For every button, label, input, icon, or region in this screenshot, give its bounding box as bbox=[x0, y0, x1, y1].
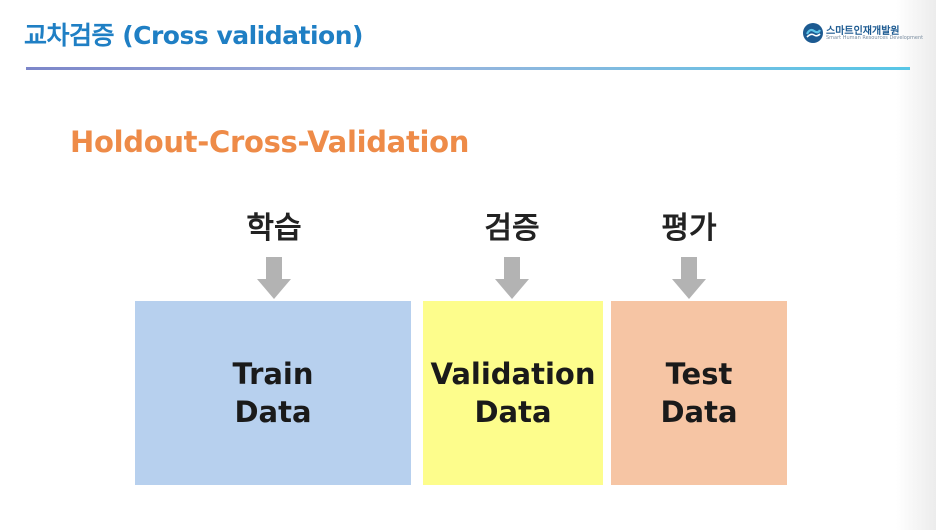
train-data-box: Train Data bbox=[135, 301, 411, 485]
slide-title: 교차검증 (Cross validation) bbox=[24, 21, 363, 50]
down-arrow-icon bbox=[672, 257, 706, 299]
logo: 스마트인재개발원 Smart Human Resources Developme… bbox=[802, 22, 923, 48]
train-data-line1: Train bbox=[232, 357, 314, 391]
stage-label-train: 학습 bbox=[246, 211, 302, 246]
logo-name: 스마트인재개발원 bbox=[826, 26, 900, 37]
logo-mark-icon bbox=[803, 23, 823, 43]
train-data-line2: Data bbox=[234, 395, 312, 429]
slide-edge-shade bbox=[896, 0, 936, 530]
test-data-box: Test Data bbox=[611, 301, 787, 485]
train-data-label: Train Data bbox=[232, 355, 313, 431]
validation-data-line2: Data bbox=[474, 395, 552, 429]
down-arrow-icon bbox=[495, 257, 529, 299]
test-data-label: Test Data bbox=[660, 355, 737, 431]
diagram-subtitle: Holdout-Cross-Validation bbox=[70, 125, 470, 159]
logo-subtitle: Smart Human Resources Development bbox=[826, 35, 924, 41]
validation-data-label: Validation Data bbox=[430, 355, 595, 431]
validation-data-box: Validation Data bbox=[423, 301, 603, 485]
test-data-line2: Data bbox=[660, 395, 738, 429]
down-arrow-icon bbox=[257, 257, 291, 299]
test-data-line1: Test bbox=[665, 357, 733, 391]
stage-label-validation: 검증 bbox=[484, 211, 540, 246]
stage-label-test: 평가 bbox=[661, 211, 717, 246]
title-divider bbox=[26, 67, 910, 70]
validation-data-line1: Validation bbox=[430, 357, 596, 391]
